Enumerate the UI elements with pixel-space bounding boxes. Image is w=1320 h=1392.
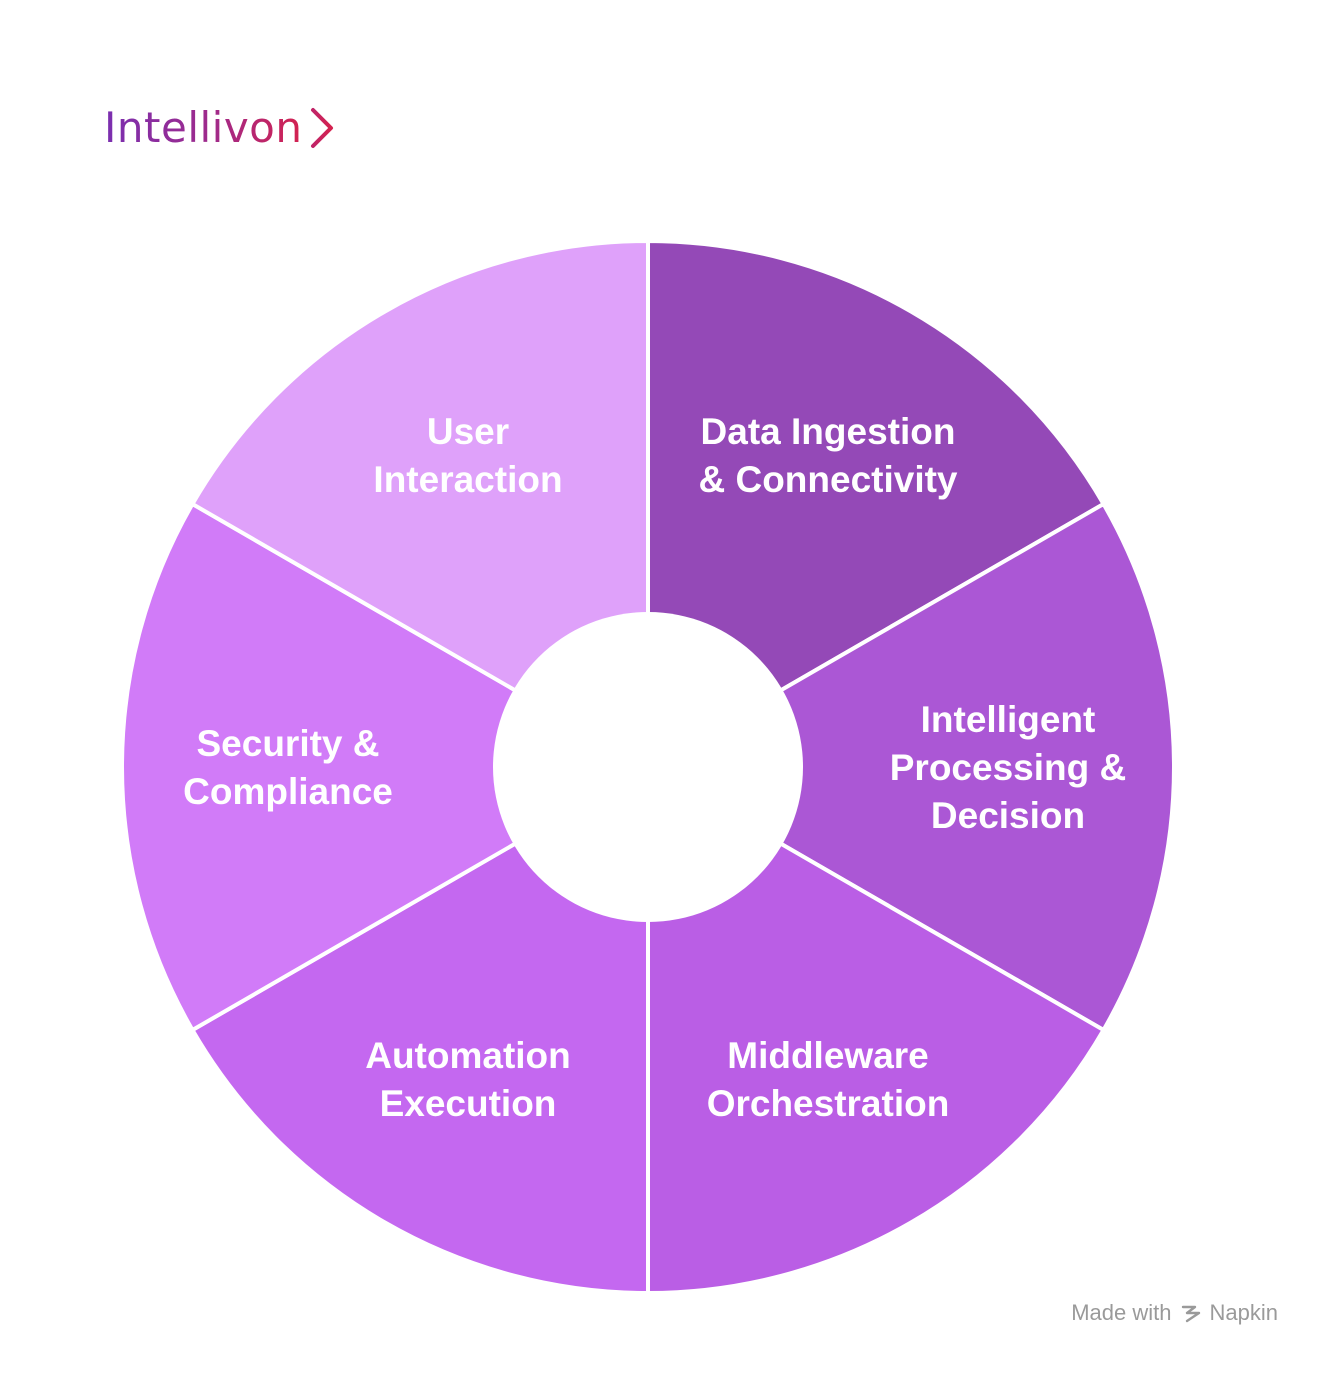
napkin-logo-icon (1181, 1305, 1200, 1323)
segment-label-line: Data Ingestion (701, 411, 956, 452)
segment-intelligent-processing (646, 502, 1176, 1032)
segment-data-ingestion (646, 239, 1106, 769)
made-with-napkin: Made with Napkin (1071, 1300, 1278, 1326)
segment-label-security: Security & Compliance (183, 723, 393, 812)
segment-label-line: Security & (196, 723, 379, 764)
segment-security (120, 502, 650, 1032)
segment-label-line: & Connectivity (698, 459, 957, 500)
segment-label-data-ingestion: Data Ingestion & Connectivity (698, 411, 957, 500)
made-with-text: Made with (1071, 1300, 1172, 1325)
segment-label-line: Intelligent (921, 699, 1096, 740)
segment-label-line: Decision (931, 795, 1085, 836)
segment-user-interaction (190, 239, 650, 769)
segment-automation (190, 765, 650, 1295)
segment-middleware (646, 765, 1106, 1295)
brand-logo: Intellivon (104, 98, 337, 158)
segment-label-line: Interaction (373, 459, 562, 500)
chevron-right-icon (310, 108, 333, 148)
napkin-text: Napkin (1209, 1300, 1278, 1325)
segment-label-line: Processing & (890, 747, 1126, 788)
segment-label-line: Execution (380, 1083, 557, 1124)
wheel-center (493, 612, 803, 922)
segment-label-line: Automation (365, 1035, 571, 1076)
segment-label-line: Compliance (183, 771, 393, 812)
segment-label-line: Middleware (727, 1035, 929, 1076)
segment-label-line: User (427, 411, 509, 452)
brand-name: Intellivon (104, 103, 303, 152)
segment-label-line: Orchestration (707, 1083, 950, 1124)
